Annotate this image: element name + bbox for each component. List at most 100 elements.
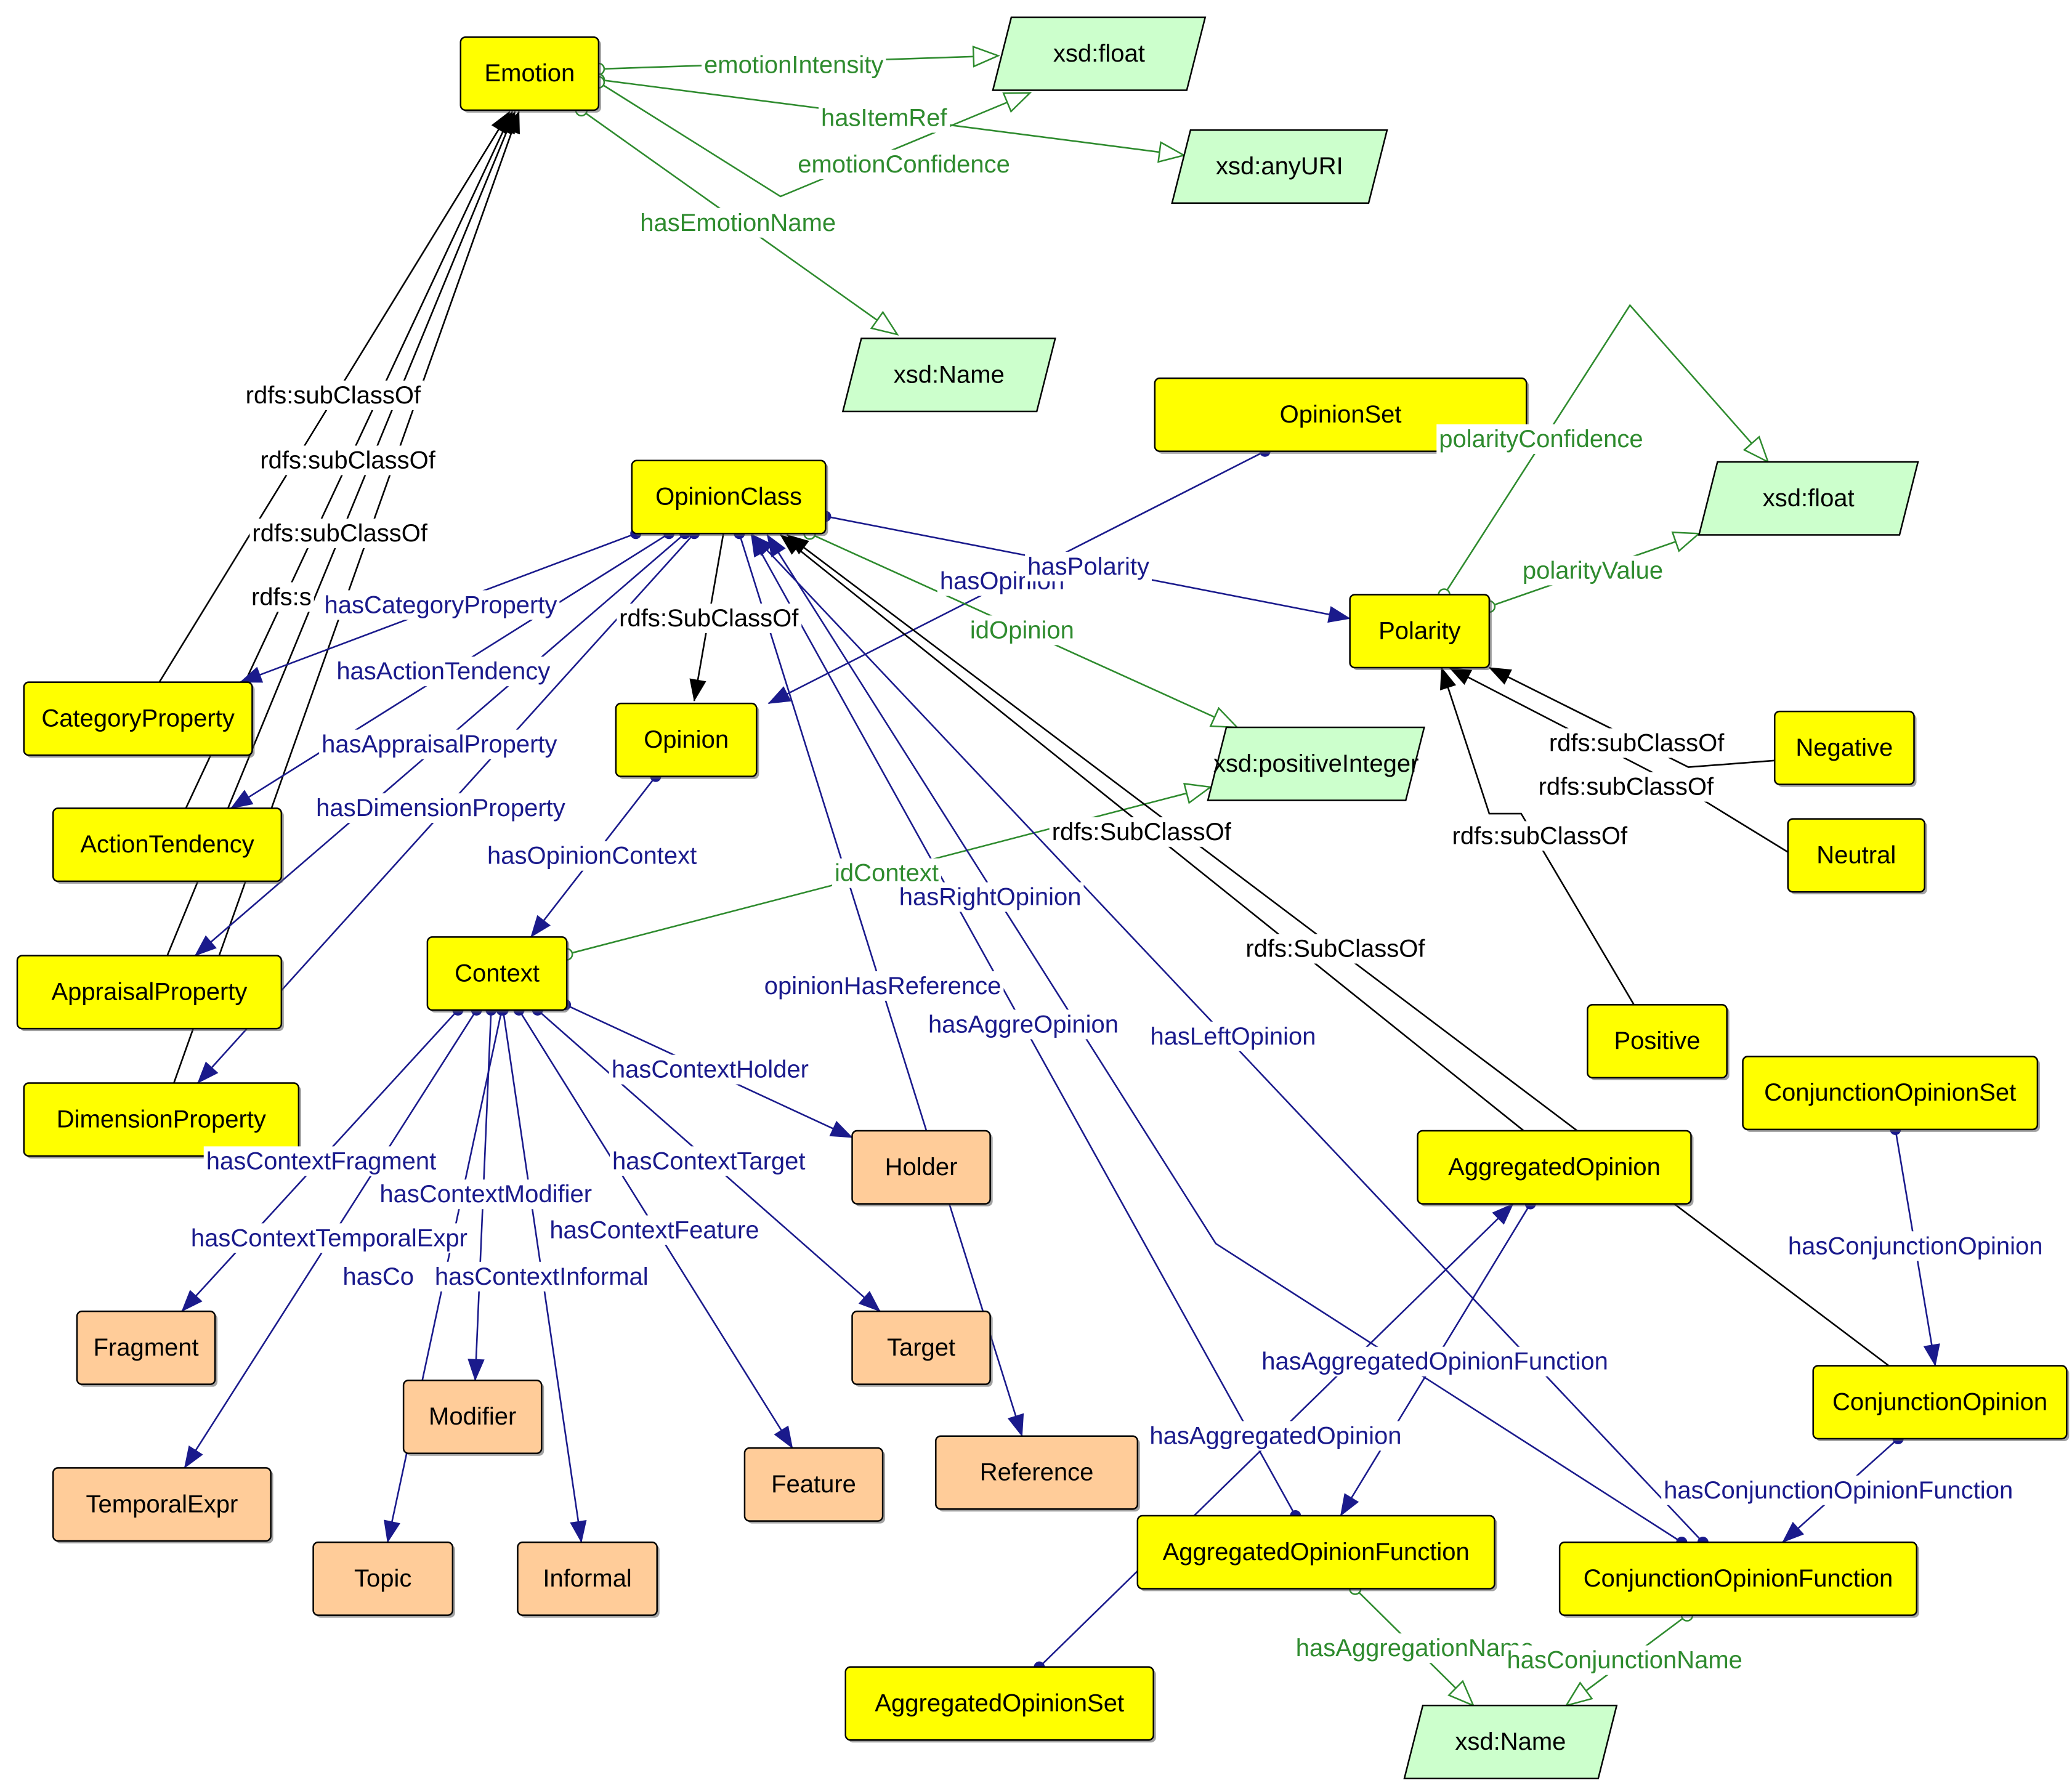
node-emotion[interactable]: Emotion	[459, 36, 601, 113]
edge-label-background	[967, 615, 1077, 645]
node-actiontendency[interactable]: ActionTendency	[52, 807, 284, 884]
node-xsd-float[interactable]: xsd:float	[1698, 461, 1919, 536]
edge-line	[598, 81, 1030, 198]
edge-label-hasco: hasCo	[342, 1263, 414, 1290]
edge-label-hasaggregatedopinion: hasAggregatedOpinion	[1149, 1422, 1401, 1449]
node-appraisalproperty[interactable]: AppraisalProperty	[16, 955, 284, 1032]
edge-label-hasaggreopinion: hasAggreOpinion	[928, 1011, 1119, 1038]
edge-label-background	[896, 882, 1084, 912]
node-box	[517, 1541, 658, 1616]
node-label: xsd:anyURI	[1216, 153, 1343, 180]
node-label: TemporalExpr	[86, 1490, 238, 1518]
edge-label-background	[547, 1215, 762, 1245]
edge-label-rdfs-subclassof: rdfs:subClassOf	[246, 382, 421, 409]
edge-label-background	[334, 657, 553, 687]
node-label: xsd:positiveInteger	[1213, 750, 1419, 777]
node-label: OpinionClass	[655, 483, 802, 511]
edge-label-background	[1504, 1645, 1745, 1675]
node-negative[interactable]: Negative	[1773, 710, 1917, 787]
node-xsd-name[interactable]: xsd:Name	[1403, 1704, 1618, 1779]
edge-label-background	[1546, 728, 1728, 758]
node-opinion[interactable]: Opinion	[615, 702, 759, 779]
node-dimensionproperty[interactable]: DimensionProperty	[23, 1082, 301, 1159]
node-reference[interactable]: Reference	[935, 1435, 1140, 1512]
datatype-shape	[1698, 461, 1919, 536]
node-opinionset[interactable]: OpinionSet	[1154, 377, 1529, 454]
node-positive[interactable]: Positive	[1587, 1004, 1730, 1080]
node-xsd-name[interactable]: xsd:Name	[841, 338, 1056, 413]
edge-label-hasconjunctionname: hasConjunctionName	[1507, 1647, 1742, 1674]
node-label: xsd:float	[1763, 485, 1855, 512]
edge-label-hasemotionname: hasEmotionName	[640, 209, 836, 237]
node-feature[interactable]: Feature	[743, 1447, 886, 1524]
node-conjunctionopinionset[interactable]: ConjunctionOpinionSet	[1742, 1056, 2040, 1132]
node-holder[interactable]: Holder	[851, 1130, 993, 1207]
node-label: Feature	[771, 1471, 856, 1498]
edge-label-hasaggregatedopinionfunction: hasAggregatedOpinionFunction	[1261, 1348, 1608, 1375]
node-label: Holder	[885, 1154, 958, 1181]
edge-label-background	[243, 380, 424, 410]
node-target[interactable]: Target	[851, 1310, 993, 1387]
edge-label-background	[609, 1054, 812, 1085]
node-label: ConjunctionOpinionFunction	[1584, 1565, 1893, 1592]
edge-label-hascontextinformal: hasContextInformal	[435, 1263, 649, 1290]
node-box	[52, 807, 283, 883]
node-aggregatedopinion[interactable]: AggregatedOpinion	[1417, 1130, 1694, 1207]
edge-label-hascontextmodifier: hasContextModifier	[379, 1181, 592, 1208]
node-xsd-anyuri[interactable]: xsd:anyURI	[1171, 129, 1388, 204]
edge-label-background	[1259, 1346, 1611, 1377]
edge-label-hasopinioncontext: hasOpinionContext	[487, 843, 697, 870]
edge-label-hasitemref: hasItemRef	[821, 105, 947, 132]
node-label: ConjunctionOpinionSet	[1764, 1079, 2016, 1106]
edge-label-hasconjunctionopinion: hasConjunctionOpinion	[1788, 1232, 2043, 1259]
node-informal[interactable]: Informal	[517, 1541, 660, 1618]
node-opinionclass[interactable]: OpinionClass	[631, 459, 828, 536]
edge-hasrightopinion	[766, 534, 1688, 1548]
node-label: CategoryProperty	[41, 705, 234, 732]
node-categoryproperty[interactable]: CategoryProperty	[23, 681, 255, 758]
edge-label-hasconjunctionopinionfunction: hasConjunctionOpinionFunction	[1664, 1477, 2013, 1504]
edge-label-rdfs-s: rdfs:s	[251, 583, 312, 610]
node-box	[1587, 1004, 1728, 1079]
edge-label-hasappraisalproperty: hasAppraisalProperty	[322, 731, 557, 758]
edge-rdfs-subclassof	[1488, 666, 1775, 768]
edge-label-background	[1661, 1475, 2016, 1505]
node-context[interactable]: Context	[426, 936, 570, 1013]
edge-label-idopinion: idOpinion	[970, 617, 1074, 644]
node-box	[16, 955, 283, 1030]
node-label: AppraisalProperty	[51, 978, 247, 1005]
edge-label-rdfs-subclassof: rdfs:SubClassOf	[1052, 819, 1232, 846]
node-temporalexpr[interactable]: TemporalExpr	[52, 1467, 273, 1543]
node-box	[1417, 1130, 1692, 1205]
node-conjunctionopinion[interactable]: ConjunctionOpinion	[1812, 1365, 2070, 1442]
node-xsd-float[interactable]: xsd:float	[992, 16, 1207, 91]
edge-line	[1489, 666, 1775, 768]
node-fragment[interactable]: Fragment	[76, 1310, 218, 1387]
node-box	[1136, 1514, 1495, 1590]
edge-label-background	[203, 1146, 439, 1176]
edge-label-rdfs-subclassof: rdfs:SubClassOf	[1245, 936, 1425, 963]
node-box	[615, 702, 758, 777]
node-neutral[interactable]: Neutral	[1787, 818, 1927, 895]
node-modifier[interactable]: Modifier	[402, 1379, 544, 1456]
node-label: AggregatedOpinion	[1448, 1154, 1661, 1181]
edge-label-hasdimensionproperty: hasDimensionProperty	[316, 794, 565, 822]
node-polarity[interactable]: Polarity	[1349, 594, 1492, 670]
node-label: Fragment	[93, 1334, 198, 1361]
node-box	[1742, 1056, 2039, 1131]
edge-label-rdfs-subclassof: rdfs:SubClassOf	[619, 605, 799, 632]
node-conjunctionopinionfunction[interactable]: ConjunctionOpinionFunction	[1558, 1541, 1919, 1618]
edge-label-background	[1785, 1231, 2046, 1261]
node-xsd-positiveinteger[interactable]: xsd:positiveInteger	[1207, 726, 1425, 801]
nodes-layer: Emotionxsd:floatxsd:anyURIxsd:NameOpinio…	[16, 16, 2070, 1779]
node-label: Opinion	[644, 726, 729, 753]
node-box	[1558, 1541, 1918, 1616]
edge-label-hascontextholder: hasContextHolder	[612, 1056, 809, 1083]
node-aggregatedopinionfunction[interactable]: AggregatedOpinionFunction	[1136, 1514, 1497, 1591]
node-topic[interactable]: Topic	[312, 1541, 455, 1618]
edge-line	[766, 534, 1683, 1543]
node-aggregatedopinionset[interactable]: AggregatedOpinionSet	[844, 1666, 1156, 1743]
edge-label-emotionintensity: emotionIntensity	[704, 51, 883, 78]
edge-label-background	[188, 1223, 470, 1253]
